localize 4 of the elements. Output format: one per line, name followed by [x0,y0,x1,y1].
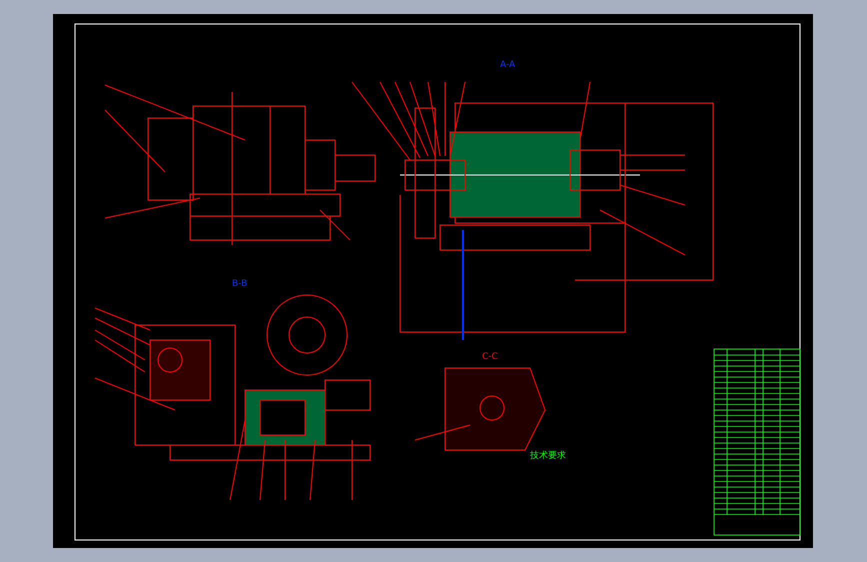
section-label: B-B [232,279,248,289]
section-label: C-C [482,352,498,362]
section-label: A-A [500,60,516,70]
notes-heading: 技术要求 [530,451,566,461]
